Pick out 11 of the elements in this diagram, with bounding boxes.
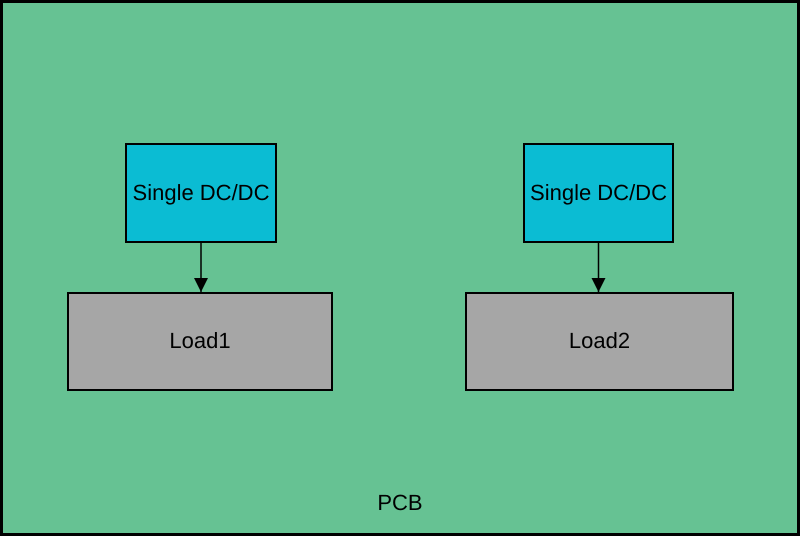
load-box xyxy=(67,292,333,391)
box-label: Load1 xyxy=(169,327,231,356)
box-label: Single DC/DC xyxy=(132,178,270,207)
load-box xyxy=(465,292,734,391)
arrow xyxy=(194,243,208,292)
box-label: Load2 xyxy=(568,327,630,356)
board-label: PCB xyxy=(376,489,424,518)
dc-dc-converter-box xyxy=(523,143,674,243)
arrow xyxy=(592,243,606,292)
dc-dc-converter-box xyxy=(125,143,277,243)
box-label: Single DC/DC xyxy=(530,178,667,207)
